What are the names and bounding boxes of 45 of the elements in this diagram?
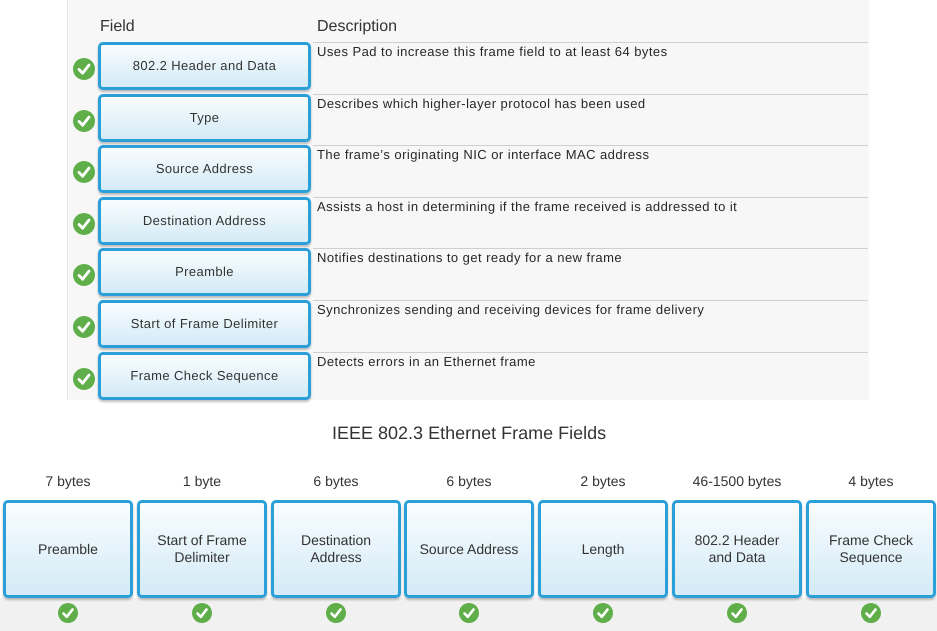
- field-name: Frame Check Sequence: [130, 368, 279, 384]
- field-name: Source Address: [156, 161, 254, 177]
- field-size-label: 1 byte: [182, 473, 222, 489]
- frame-field-block: [137, 500, 267, 598]
- field-name: Destination Address: [142, 213, 266, 229]
- field-name: Source Address: [418, 540, 520, 558]
- field-size-label: 6 bytes: [445, 473, 493, 489]
- field-size-label: 6 bytes: [312, 473, 360, 489]
- frame-field-block: [538, 500, 668, 598]
- section-title: IEEE 802.3 Ethernet Frame Fields: [332, 423, 606, 443]
- field-description: Assists a host in determining if the frame received is addressed to it: [317, 199, 738, 214]
- frame-field-block: [404, 500, 534, 598]
- column-header: Description: [317, 18, 398, 36]
- frame-field-block: [271, 500, 401, 598]
- field-description: Synchronizes sending and receiving devices for frame delivery: [317, 302, 704, 317]
- field-description: Uses Pad to increase this frame field to at least 64 bytes: [317, 44, 668, 59]
- field-card: [98, 145, 311, 193]
- field-size-label: 46-1500 bytes: [692, 473, 782, 489]
- field-description: Detects errors in an Ethernet frame: [317, 354, 536, 369]
- field-name: Preamble: [37, 540, 99, 558]
- field-card: [98, 197, 311, 245]
- field-size-label: 4 bytes: [847, 473, 895, 489]
- field-name: 802.2 Header and Data: [132, 58, 276, 74]
- field-name: Preamble: [175, 264, 234, 280]
- column-header: Field: [100, 18, 135, 36]
- frame-field-block: [3, 500, 133, 598]
- field-name: Frame Check Sequence: [828, 532, 914, 566]
- field-description: The frame’s originating NIC or interface MAC address: [317, 147, 650, 162]
- field-card: [98, 352, 311, 400]
- field-card: [98, 248, 311, 296]
- field-name: Length: [580, 540, 626, 558]
- field-description: Describes which higher-layer protocol has been used: [317, 96, 646, 111]
- field-size-label: 2 bytes: [579, 473, 627, 489]
- field-card: [98, 300, 311, 348]
- field-card: [98, 42, 311, 90]
- field-name: Type: [190, 110, 220, 126]
- frame-field-block: [672, 500, 802, 598]
- field-name: Start of Frame Delimiter: [156, 532, 248, 566]
- field-card: [98, 94, 311, 142]
- field-description: Notifies destinations to get ready for a new frame: [317, 250, 622, 265]
- frame-field-block: [806, 500, 936, 598]
- field-name: Start of Frame Delimiter: [130, 316, 278, 332]
- field-name: 802.2 Header and Data: [694, 532, 780, 566]
- field-name: Destination Address: [300, 532, 372, 566]
- field-size-label: 7 bytes: [44, 473, 92, 489]
